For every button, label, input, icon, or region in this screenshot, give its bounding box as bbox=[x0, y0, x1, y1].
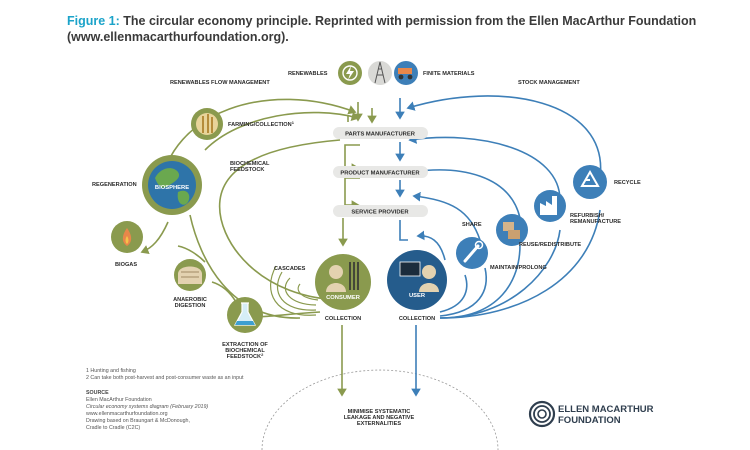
share-label: SHARE bbox=[462, 222, 482, 228]
biosphere-label: BIOSPHERE bbox=[155, 185, 189, 191]
regeneration-label: REGENERATION bbox=[92, 182, 137, 188]
emf-logo-icon bbox=[528, 400, 556, 428]
oil-rig-icon bbox=[368, 61, 392, 85]
footnote-2: 2 Can take both post-harvest and post-co… bbox=[86, 375, 244, 381]
renewables-icon bbox=[338, 61, 362, 85]
biochemical-feedstock-label-2: FEEDSTOCK bbox=[230, 167, 264, 173]
source-line-1: Ellen MacArthur Foundation bbox=[86, 397, 152, 403]
maintain-label: MAINTAIN/PROLONG bbox=[490, 265, 547, 271]
share-node bbox=[456, 237, 488, 269]
reuse-label: REUSE/REDISTRIBUTE bbox=[519, 242, 581, 248]
farming-label: FARMING/COLLECTION1 bbox=[228, 120, 295, 129]
figure-caption: Figure 1: The circular economy principle… bbox=[67, 13, 727, 45]
anaerobic-label-1: ANAEROBIC bbox=[173, 297, 207, 303]
minimise-label-3: EXTERNALITIES bbox=[357, 421, 401, 427]
user-node: USER bbox=[387, 250, 447, 310]
recycle-label: RECYCLE bbox=[614, 180, 641, 186]
extraction-label-2: BIOCHEMICAL bbox=[225, 348, 265, 354]
source-line-4: Drawing based on Braungart & McDonough, bbox=[86, 418, 190, 424]
technical-flows bbox=[395, 95, 602, 397]
refurbish-node bbox=[534, 190, 566, 222]
reuse-node bbox=[496, 214, 528, 246]
extraction-label-1: EXTRACTION OF bbox=[222, 342, 268, 348]
parts-manufacturer-label: PARTS MANUFACTURER bbox=[345, 132, 416, 138]
source-title: SOURCE bbox=[86, 390, 109, 396]
stock-management-label: STOCK MANAGEMENT bbox=[518, 80, 580, 86]
product-manufacturer-bar bbox=[333, 166, 428, 178]
logo-line-2: FOUNDATION bbox=[558, 415, 621, 426]
renewables-label: RENEWABLES bbox=[288, 71, 328, 77]
cascades-label: CASCADES bbox=[274, 266, 306, 272]
consumer-node: CONSUMER bbox=[315, 254, 371, 310]
product-manufacturer-label: PRODUCT MANUFACTURER bbox=[340, 171, 420, 177]
minimise-label-2: LEAKAGE AND NEGATIVE bbox=[344, 415, 415, 421]
leakage-boundary bbox=[261, 369, 499, 450]
recycle-node bbox=[573, 165, 607, 199]
source-line-3: www.ellenmacarthurfoundation.org bbox=[86, 411, 168, 417]
cascades-arcs bbox=[270, 265, 319, 316]
refurbish-label-2: REMANUFACTURE bbox=[570, 219, 621, 225]
extraction-label-3: FEEDSTOCK2 bbox=[227, 352, 264, 361]
farming-node bbox=[191, 108, 223, 140]
service-provider-label: SERVICE PROVIDER bbox=[351, 210, 409, 216]
minimise-label-1: MINIMISE SYSTEMATIC bbox=[348, 409, 411, 415]
user-collection-label: COLLECTION bbox=[399, 316, 435, 322]
source-line-5: Cradle to Cradle (C2C) bbox=[86, 425, 140, 431]
biogas-label: BIOGAS bbox=[115, 262, 137, 268]
renewables-flow-label: RENEWABLES FLOW MANAGEMENT bbox=[170, 80, 270, 86]
finite-materials-label: FINITE MATERIALS bbox=[423, 71, 475, 77]
caption-text: The circular economy principle. Reprinte… bbox=[67, 14, 697, 44]
source-line-2: Circular economy systems diagram (Februa… bbox=[86, 404, 208, 410]
service-provider-bar bbox=[333, 205, 428, 217]
biochemical-feedstock-label-1: BIOCHEMICAL bbox=[230, 161, 270, 167]
value-chain: PARTS MANUFACTURER PRODUCT MANUFACTURER … bbox=[333, 127, 428, 217]
footnote-1: 1 Hunting and fishing bbox=[86, 368, 136, 374]
anaerobic-label-2: DIGESTION bbox=[175, 303, 206, 309]
biosphere-node: BIOSPHERE bbox=[142, 155, 202, 215]
consumer-label: CONSUMER bbox=[326, 295, 361, 301]
parts-manufacturer-bar bbox=[333, 127, 428, 139]
mining-truck-icon bbox=[394, 61, 418, 85]
figure-label: Figure 1: bbox=[67, 14, 120, 28]
biogas-node bbox=[111, 221, 143, 253]
extraction-node bbox=[227, 297, 263, 333]
consumer-collection-label: COLLECTION bbox=[325, 316, 361, 322]
logo-line-1: ELLEN MACARTHUR bbox=[558, 404, 654, 415]
refurbish-label-1: REFURBISH/ bbox=[570, 213, 605, 219]
user-label: USER bbox=[409, 293, 426, 299]
anaerobic-digestion-node bbox=[174, 259, 206, 291]
